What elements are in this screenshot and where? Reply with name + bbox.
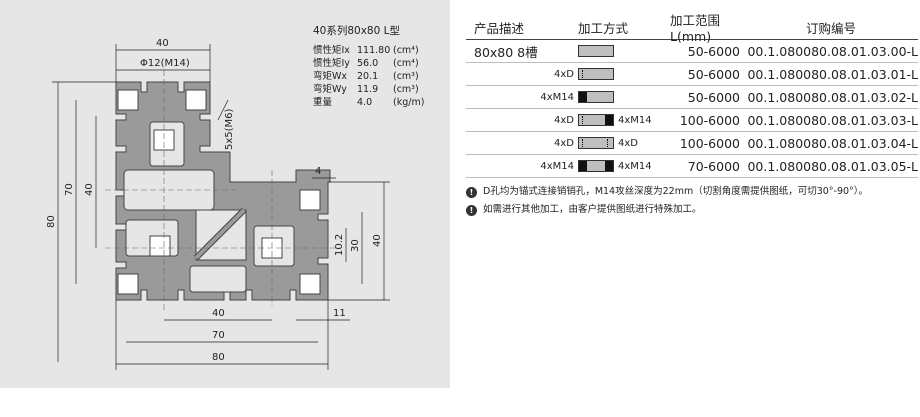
table-row: 4xD 50-6000 00.1.080080.08.01.03.01-L xyxy=(466,63,918,86)
dim-bottom-70: 70 xyxy=(212,330,225,341)
header-process: 加工方式 xyxy=(578,20,629,36)
note-item: ! 如需进行其他加工，由客户提供图纸进行特殊加工。 xyxy=(466,201,868,219)
note-text: D孔均为锚式连接销销孔，M14攻丝深度为22mm（切割角度需提供图纸，可切30°… xyxy=(483,186,869,197)
row-right-process: 4xM14 xyxy=(618,114,652,126)
dim-top-40: 40 xyxy=(156,38,169,49)
profile-m14-m14-icon xyxy=(578,160,614,172)
table-row: 4xD 4xM14 100-6000 00.1.080080.08.01.03.… xyxy=(466,109,918,132)
row-left-process: 4xD xyxy=(554,114,574,126)
property-row: 惯性矩Iy 56.0 (cm⁴) xyxy=(313,57,433,70)
profile-m14-icon xyxy=(578,91,614,103)
table-row: 4xD 4xD 100-6000 00.1.080080.08.01.03.04… xyxy=(466,132,918,155)
header-desc: 产品描述 xyxy=(474,20,525,36)
dim-slot: 5x5(M6) xyxy=(224,108,235,150)
property-row: 重量 4.0 (kg/m) xyxy=(313,96,433,109)
property-unit: (cm⁴) xyxy=(393,45,419,56)
corner-hole-rt xyxy=(299,189,321,211)
property-unit: (cm⁴) xyxy=(393,58,419,69)
row-range: 100-6000 xyxy=(679,135,740,151)
table-row: 4xM14 4xM14 70-6000 00.1.080080.08.01.03… xyxy=(466,155,918,178)
property-value: 11.9 xyxy=(357,84,379,95)
row-code: 00.1.080080.08.01.03.05-L xyxy=(747,158,918,174)
dim-right-10-2: 10.2 xyxy=(334,234,345,256)
dim-bottom-40: 40 xyxy=(212,308,225,319)
dim-bottom-80: 80 xyxy=(212,352,225,363)
dim-height-80: 80 xyxy=(46,215,57,228)
property-row: 弯矩Wy 11.9 (cm³) xyxy=(313,83,433,96)
header-code: 订购编号 xyxy=(805,20,856,36)
row-range: 50-6000 xyxy=(687,89,740,105)
property-unit: (kg/m) xyxy=(393,97,425,108)
row-range: 70-6000 xyxy=(687,158,740,174)
dim-height-40: 40 xyxy=(84,183,95,196)
profile-cross-section-drawing: 40 Φ12(M14) 5x5(M6) 80 70 40 4 10.2 30 4… xyxy=(46,38,390,370)
table-row: 4xM14 50-6000 00.1.080080.08.01.03.02-L xyxy=(466,86,918,109)
property-row: 惯性矩Ix 111.80 (cm⁴) xyxy=(313,44,433,57)
property-unit: (cm³) xyxy=(393,84,419,95)
corner-hole-tr xyxy=(185,89,207,111)
dim-hole: Φ12(M14) xyxy=(140,58,190,69)
property-value: 111.80 xyxy=(357,45,391,56)
corner-hole-br xyxy=(299,273,321,295)
row-code: 00.1.080080.08.01.03.03-L xyxy=(747,112,918,128)
property-key: 弯矩Wx xyxy=(313,71,348,82)
property-key: 惯性矩Ix xyxy=(313,45,350,56)
property-row: 弯矩Wx 20.1 (cm³) xyxy=(313,70,433,83)
row-code: 00.1.080080.08.01.03.04-L xyxy=(747,135,918,151)
profile-title: 40系列80x80 L型 xyxy=(313,25,400,37)
dim-bottom-11: 11 xyxy=(333,308,346,319)
note-text: 如需进行其他加工，由客户提供图纸进行特殊加工。 xyxy=(483,204,702,215)
row-left-process: 4xD xyxy=(554,137,574,149)
profile-drawing-panel: 40 Φ12(M14) 5x5(M6) 80 70 40 4 10.2 30 4… xyxy=(0,0,450,388)
property-unit: (cm³) xyxy=(393,71,419,82)
property-key: 重量 xyxy=(313,97,333,108)
cavity-bottom xyxy=(189,265,247,293)
dim-height-70: 70 xyxy=(64,183,75,196)
row-desc: 80x80 8槽 xyxy=(474,44,538,60)
row-right-process: 4xD xyxy=(618,137,638,149)
property-key: 惯性矩Iy xyxy=(313,58,350,69)
profile-d-hole-icon xyxy=(578,68,614,80)
order-table: 产品描述 加工方式 加工范围L(mm) 订购编号 80x80 8槽 50-600… xyxy=(466,13,918,178)
profile-plain-icon xyxy=(578,45,614,57)
property-value: 20.1 xyxy=(357,71,379,82)
dim-right-30: 30 xyxy=(350,239,361,252)
header-range: 加工范围L(mm) xyxy=(670,13,721,44)
property-value: 56.0 xyxy=(357,58,379,69)
row-code: 00.1.080080.08.01.03.01-L xyxy=(747,66,918,82)
row-right-process: 4xM14 xyxy=(618,160,652,172)
warning-icon: ! xyxy=(466,186,477,198)
table-row: 80x80 8槽 50-6000 00.1.080080.08.01.03.00… xyxy=(466,40,918,63)
profile-properties: 40系列80x80 L型 惯性矩Ix 111.80 (cm⁴) 惯性矩Iy 56… xyxy=(313,25,433,109)
note-item: ! D孔均为锚式连接销销孔，M14攻丝深度为22mm（切割角度需提供图纸，可切3… xyxy=(466,183,868,201)
property-key: 弯矩Wy xyxy=(313,84,347,95)
warning-icon: ! xyxy=(466,204,477,216)
row-left-process: 4xM14 xyxy=(540,160,574,172)
corner-hole-tl xyxy=(117,89,139,111)
property-value: 4.0 xyxy=(357,97,373,108)
profile-d-d-icon xyxy=(578,137,614,149)
row-range: 100-6000 xyxy=(679,112,740,128)
row-code: 00.1.080080.08.01.03.02-L xyxy=(747,89,918,105)
row-range: 50-6000 xyxy=(687,43,740,59)
dim-right-40: 40 xyxy=(372,234,383,247)
corner-hole-bl xyxy=(117,273,139,295)
center-hole-left xyxy=(149,235,171,257)
row-code: 00.1.080080.08.01.03.00-L xyxy=(747,43,918,59)
table-header: 产品描述 加工方式 加工范围L(mm) 订购编号 xyxy=(466,13,918,44)
row-left-process: 4xD xyxy=(554,68,574,80)
notes: ! D孔均为锚式连接销销孔，M14攻丝深度为22mm（切割角度需提供图纸，可切3… xyxy=(466,183,868,219)
profile-d-m14-icon xyxy=(578,114,614,126)
dim-right-4: 4 xyxy=(315,166,321,177)
row-range: 50-6000 xyxy=(687,66,740,82)
row-left-process: 4xM14 xyxy=(540,91,574,103)
